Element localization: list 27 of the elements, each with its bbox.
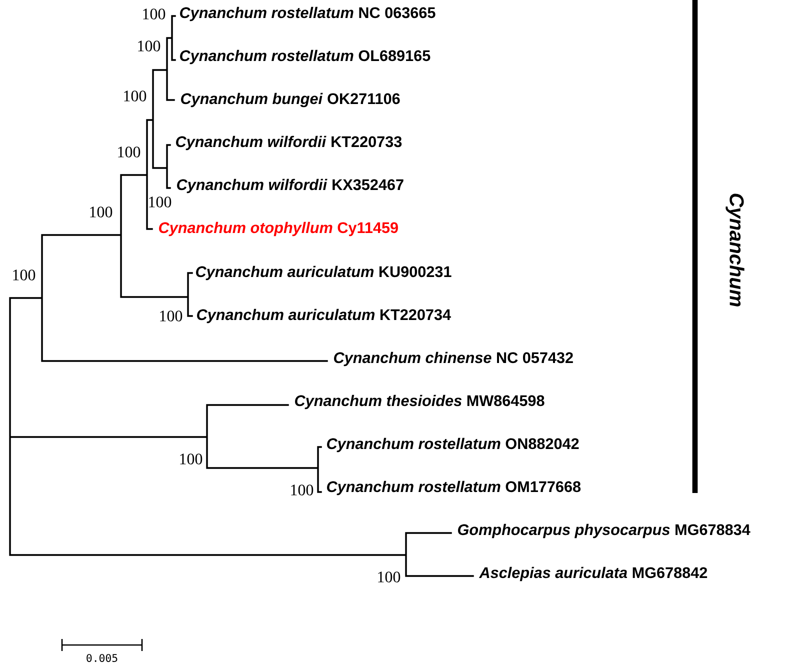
- taxon-label: Asclepias auriculata MG678842: [478, 566, 708, 582]
- bootstrap-value: 100: [180, 454, 202, 464]
- taxon-label: Cynanchum otophyllum Cy11459: [159, 222, 398, 236]
- taxon-label: Cynanchum rostellatum ON882042: [327, 438, 579, 452]
- taxon-label: Cynanchum wilfordii KT220733: [176, 136, 402, 150]
- bootstrap-value: 100: [160, 310, 182, 322]
- taxon-label: Cynanchum auriculatum KT220734: [197, 308, 451, 324]
- taxon-label: Cynanchum wilfordii KX352467: [177, 178, 404, 194]
- taxon-label: Gomphocarpus physocarpus MG678834: [458, 524, 750, 538]
- bootstrap-value: 100: [378, 572, 400, 582]
- taxon-label: Cynanchum rostellatum OL689165: [180, 50, 430, 64]
- bootstrap-value: 100: [13, 270, 36, 280]
- bootstrap-value: 100: [118, 146, 140, 158]
- bootstrap-value: 100: [143, 8, 166, 20]
- taxon-label: Cynanchum thesioides MW864598: [295, 394, 544, 410]
- bootstrap-value: 100: [149, 196, 172, 208]
- taxon-label: Cynanchum rostellatum NC 063665: [180, 6, 436, 22]
- bootstrap-value: 100: [90, 206, 112, 218]
- bootstrap-value: 100: [124, 90, 146, 102]
- taxon-label: Cynanchum rostellatum OM177668: [327, 480, 581, 496]
- clade-label: Cynanchum: [726, 194, 744, 306]
- taxon-label: Cynanchum chinense NC 057432: [334, 352, 573, 366]
- bootstrap-value: 100: [291, 484, 314, 496]
- bootstrap-value: 100: [138, 40, 160, 52]
- taxon-label: Cynanchum bungei OK271106: [181, 92, 400, 108]
- scale-label: 0.005: [86, 654, 118, 662]
- taxon-label: Cynanchum auriculatum KU900231: [196, 266, 452, 280]
